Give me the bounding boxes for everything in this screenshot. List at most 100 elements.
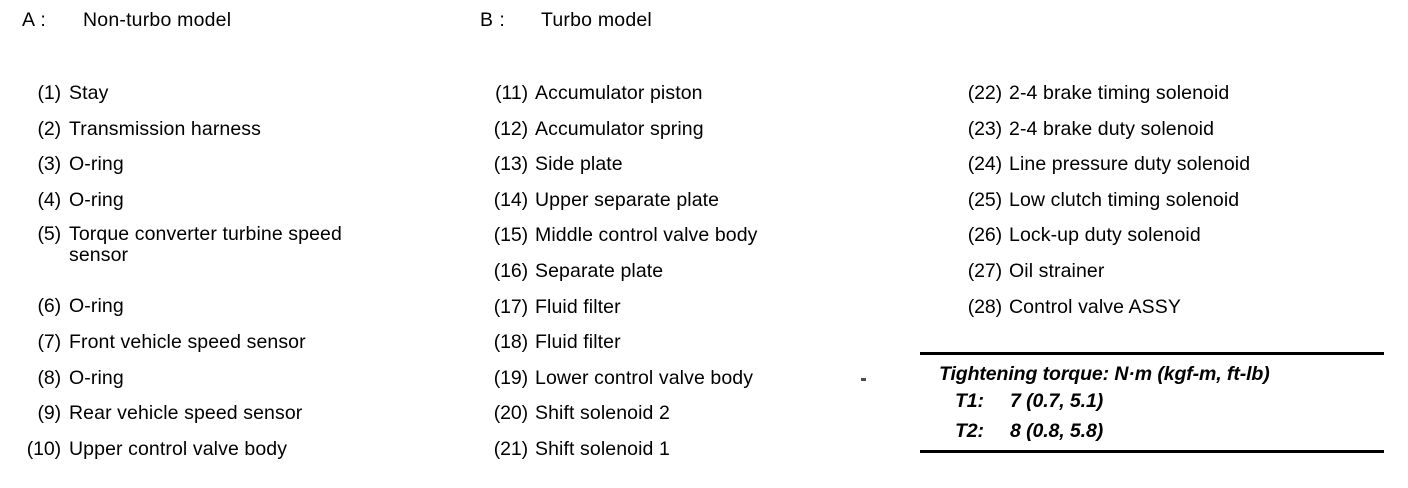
part-item-18: (18) Fluid filter <box>458 331 923 367</box>
parts-column-c: (22) 2-4 brake timing solenoid (23) 2-4 … <box>918 0 1408 488</box>
part-label: O-ring <box>69 295 124 318</box>
torque-key: T2: <box>955 419 984 442</box>
torque-value: 8 (0.8, 5.8) <box>1010 419 1104 442</box>
part-label: Middle control valve body <box>535 224 758 247</box>
part-number: (7) <box>37 330 61 353</box>
part-item-21: (21) Shift solenoid 1 <box>458 438 923 474</box>
parts-list-c: (22) 2-4 brake timing solenoid (23) 2-4 … <box>918 82 1408 331</box>
part-number: (24) <box>967 153 1002 176</box>
part-label: Upper separate plate <box>535 188 720 211</box>
part-label: 2-4 brake duty solenoid <box>1009 117 1215 140</box>
part-number: (20) <box>493 402 528 425</box>
torque-box-body: Tightening torque: N·m (kgf-m, ft-lb) T1… <box>920 355 1384 450</box>
group-heading-b: B : Turbo model <box>458 9 652 35</box>
part-item-17: (17) Fluid filter <box>458 296 923 332</box>
part-label: Front vehicle speed sensor <box>69 330 306 353</box>
torque-title: Tightening torque: N·m (kgf-m, ft-lb) <box>939 363 1270 385</box>
part-label: O-ring <box>69 188 124 211</box>
part-item-26: (26) Lock-up duty solenoid <box>918 224 1408 260</box>
part-item-9: (9) Rear vehicle speed sensor <box>0 402 470 438</box>
part-label: Fluid filter <box>535 295 621 318</box>
part-label: Separate plate <box>535 259 664 282</box>
part-number: (5) <box>37 223 61 246</box>
torque-box-bottom-rule <box>920 449 1384 453</box>
part-label: Shift solenoid 2 <box>535 402 670 425</box>
torque-box-top-rule <box>920 352 1384 355</box>
part-number: (16) <box>493 259 528 282</box>
part-label: Lock-up duty solenoid <box>1009 224 1201 247</box>
part-number: (14) <box>493 188 528 211</box>
part-number: (28) <box>967 295 1002 318</box>
part-number: (17) <box>493 295 528 318</box>
tightening-torque-box: Tightening torque: N·m (kgf-m, ft-lb) T1… <box>920 352 1384 453</box>
part-label: Oil strainer <box>1009 259 1105 282</box>
part-number: (18) <box>493 331 528 354</box>
part-label: Fluid filter <box>535 331 621 354</box>
part-label-line2: sensor <box>69 244 129 267</box>
part-number: (21) <box>493 437 528 460</box>
parts-list-a: (1) Stay (2) Transmission harness (3) O-… <box>0 82 470 473</box>
part-number: (12) <box>493 117 528 140</box>
parts-list-b: (11) Accumulator piston (12) Accumulator… <box>458 82 923 474</box>
part-label-line1: Torque converter turbine speed <box>69 223 342 246</box>
part-number: (26) <box>967 224 1002 247</box>
part-number: (15) <box>493 224 528 247</box>
part-label: Stay <box>69 82 109 104</box>
part-item-6: (6) O-ring <box>0 295 470 331</box>
group-a-title: Non-turbo model <box>83 9 232 31</box>
part-item-1: (1) Stay <box>0 82 470 118</box>
parts-column-b: B : Turbo model (11) Accumulator piston … <box>458 0 923 488</box>
part-item-11: (11) Accumulator piston <box>458 82 923 118</box>
part-number: (2) <box>37 117 61 140</box>
part-item-13: (13) Side plate <box>458 153 923 189</box>
group-heading-a: A : Non-turbo model <box>0 9 231 35</box>
scan-artifact-speck <box>861 378 866 381</box>
torque-value: 7 (0.7, 5.1) <box>1010 390 1104 413</box>
part-item-5: (5) Torque converter turbine speed senso… <box>0 224 470 295</box>
part-item-25: (25) Low clutch timing solenoid <box>918 189 1408 225</box>
torque-key: T1: <box>955 390 984 413</box>
part-number: (13) <box>493 153 528 176</box>
torque-row-t1: T1: 7 (0.7, 5.1) <box>920 387 1384 416</box>
part-number: (9) <box>37 402 61 425</box>
part-number: (25) <box>967 188 1002 211</box>
part-number: (11) <box>495 82 528 104</box>
part-item-14: (14) Upper separate plate <box>458 189 923 225</box>
part-item-22: (22) 2-4 brake timing solenoid <box>918 82 1408 118</box>
part-label: Accumulator piston <box>535 82 703 104</box>
part-number: (23) <box>967 117 1002 140</box>
torque-row-t2: T2: 8 (0.8, 5.8) <box>920 417 1384 446</box>
part-item-23: (23) 2-4 brake duty solenoid <box>918 118 1408 154</box>
part-number: (22) <box>967 82 1002 104</box>
part-item-2: (2) Transmission harness <box>0 118 470 154</box>
part-item-24: (24) Line pressure duty solenoid <box>918 153 1408 189</box>
part-label: O-ring <box>69 153 124 176</box>
group-b-title: Turbo model <box>541 9 652 31</box>
part-label: Control valve ASSY <box>1009 295 1181 318</box>
part-item-10: (10) Upper control valve body <box>0 438 470 474</box>
part-label: Transmission harness <box>69 117 262 140</box>
part-item-27: (27) Oil strainer <box>918 260 1408 296</box>
part-label: Accumulator spring <box>535 117 704 140</box>
part-label: Torque converter turbine speed sensor <box>69 224 342 266</box>
part-label: Side plate <box>535 153 623 176</box>
part-label: Upper control valve body <box>69 437 288 460</box>
part-item-4: (4) O-ring <box>0 189 470 225</box>
part-number: (27) <box>967 259 1002 282</box>
part-number: (6) <box>37 295 61 318</box>
part-item-15: (15) Middle control valve body <box>458 224 923 260</box>
part-label: O-ring <box>69 366 124 389</box>
group-a-key: A : <box>22 9 47 31</box>
part-label: Shift solenoid 1 <box>535 437 670 460</box>
part-number: (19) <box>493 366 528 389</box>
part-label: Low clutch timing solenoid <box>1009 188 1240 211</box>
part-item-8: (8) O-ring <box>0 367 470 403</box>
part-label: 2-4 brake timing solenoid <box>1009 82 1230 104</box>
part-item-3: (3) O-ring <box>0 153 470 189</box>
part-label: Lower control valve body <box>535 366 754 389</box>
part-item-19: (19) Lower control valve body <box>458 367 923 403</box>
part-item-16: (16) Separate plate <box>458 260 923 296</box>
part-item-7: (7) Front vehicle speed sensor <box>0 331 470 367</box>
part-item-12: (12) Accumulator spring <box>458 118 923 154</box>
part-label: Rear vehicle speed sensor <box>69 402 303 425</box>
